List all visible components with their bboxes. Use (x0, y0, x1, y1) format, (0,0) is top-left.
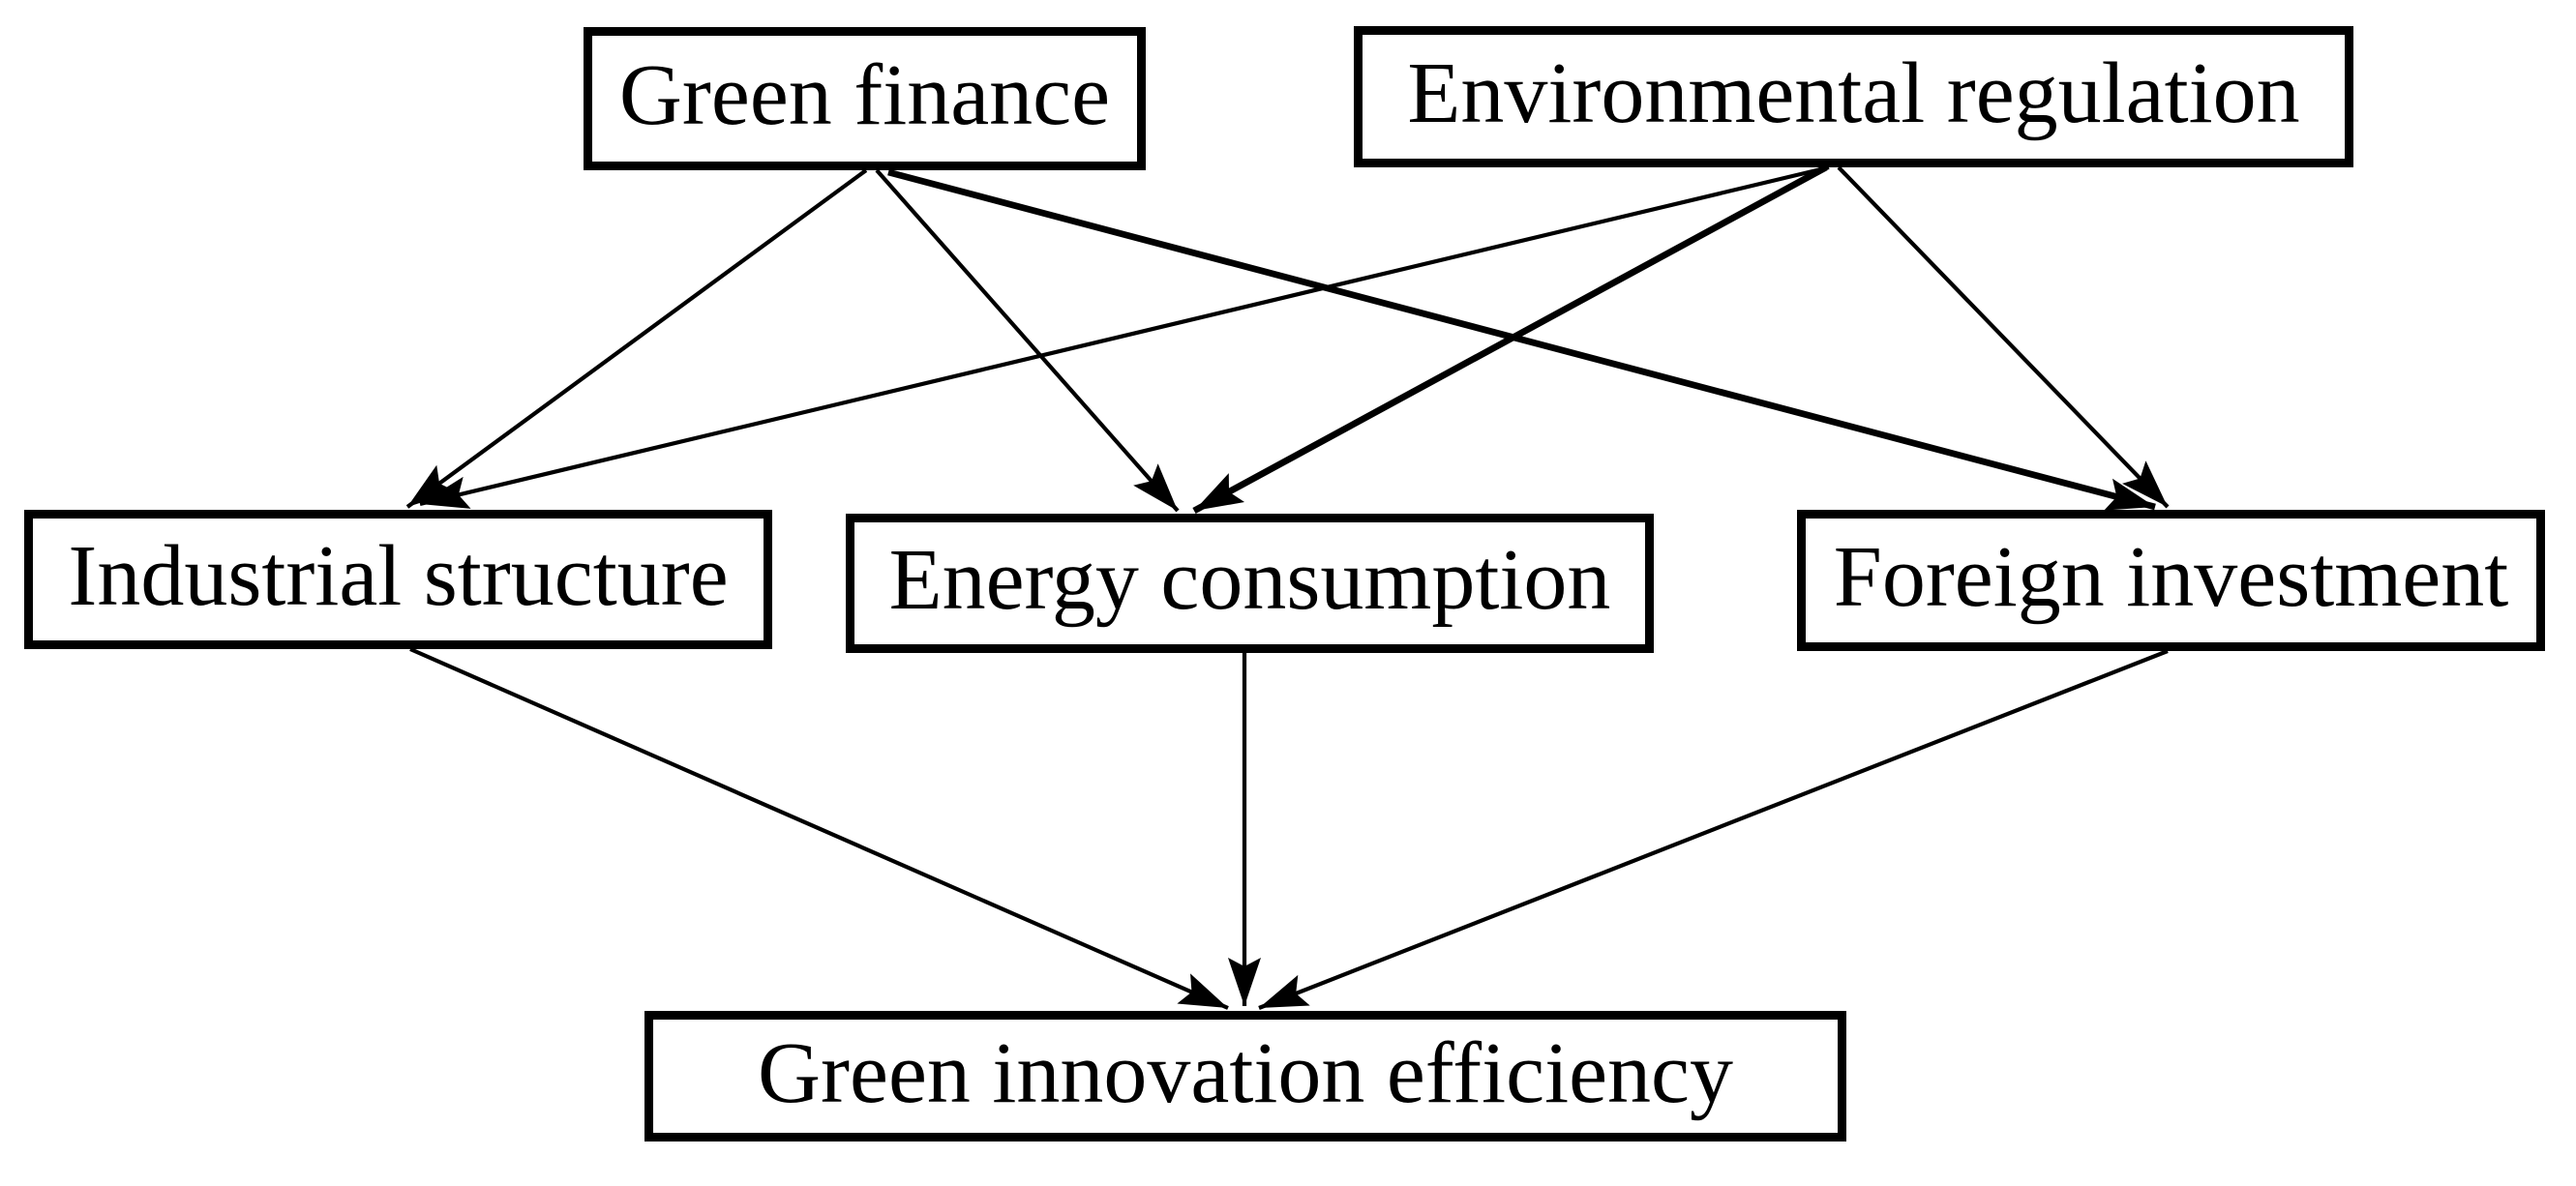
node-industrial-structure: Industrial structure (24, 510, 772, 649)
node-energy-consumption: Energy consumption (846, 514, 1654, 653)
node-green-innovation-efficiency: Green innovation efficiency (644, 1011, 1846, 1142)
node-foreign-investment: Foreign investment (1797, 510, 2545, 651)
node-environmental-regulation-label: Environmental regulation (1407, 45, 2300, 141)
node-green-finance-label: Green finance (618, 47, 1111, 143)
edge-green-finance-to-industrial-structure (405, 168, 868, 509)
node-energy-consumption-label: Energy consumption (888, 532, 1611, 628)
node-industrial-structure-label: Industrial structure (68, 528, 729, 624)
node-green-innovation-efficiency-label: Green innovation efficiency (758, 1024, 1733, 1121)
edge-environmental-regulation-to-industrial-structure (419, 164, 1830, 509)
edge-environmental-regulation-to-energy-consumption (1192, 164, 1828, 514)
edge-foreign-investment-to-green-innovation-efficiency (1258, 649, 2169, 1010)
node-foreign-investment-label: Foreign investment (1833, 529, 2509, 625)
edge-green-finance-to-foreign-investment (887, 168, 2156, 511)
edge-green-finance-to-energy-consumption (875, 168, 1180, 513)
node-green-finance: Green finance (584, 27, 1146, 170)
node-environmental-regulation: Environmental regulation (1354, 26, 2353, 167)
edge-industrial-structure-to-green-innovation-efficiency (409, 647, 1229, 1010)
edge-environmental-regulation-to-foreign-investment (1837, 165, 2170, 509)
